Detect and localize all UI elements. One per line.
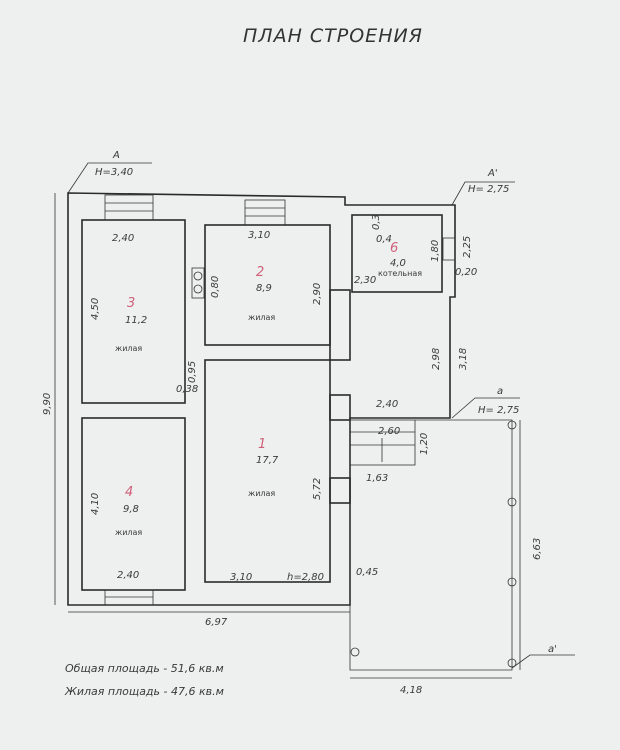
section-label: a [497, 386, 503, 397]
total-area: Общая площадь - 51,6 кв.м [65, 662, 224, 675]
room-length: 5,72 [312, 478, 323, 500]
room-length: 4,10 [90, 493, 101, 515]
room-number: 2 [256, 265, 264, 280]
section-marker-a: A H=3,40 [67, 150, 152, 194]
dim: 2,60 [378, 426, 400, 437]
dim: 0,95 [187, 361, 198, 383]
section-marker-a1-small: a' [511, 644, 575, 669]
plan-title: ПЛАН СТРОЕНИЯ [243, 25, 423, 47]
room-width: 3,10 [248, 230, 270, 241]
room-number: 4 [125, 485, 133, 500]
dim: 3,18 [458, 348, 469, 370]
room-length: 1,80 [430, 240, 441, 262]
room-width: 2,30 [354, 275, 376, 286]
dim: 1,63 [366, 473, 388, 484]
room-3: 2,40 4,50 3 11,2 жилая [90, 233, 147, 353]
room-type: жилая [115, 528, 142, 537]
room-6: 6 4,0 котельная 2,30 1,80 [354, 240, 441, 286]
room-4: 4,10 4 9,8 жилая 2,40 [90, 485, 142, 581]
dim-terrace-width: 4,18 [400, 685, 422, 696]
living-area: Жилая площадь - 47,6 кв.м [64, 685, 224, 698]
room-area: 9,8 [123, 504, 139, 515]
dim: 2,98 [431, 348, 442, 370]
dim: 0,4 [376, 234, 392, 245]
dim: 1,20 [419, 433, 430, 455]
dimensions: 9,90 6,97 4,18 6,63 0,80 0,95 0,38 0,3 0… [42, 214, 543, 696]
dim: 2,40 [376, 399, 398, 410]
walls [54, 192, 521, 679]
dim-total-height: 9,90 [42, 393, 53, 415]
section-marker-a1: A' H= 2,75 [451, 168, 515, 206]
room-number: 1 [258, 437, 266, 452]
room-number: 6 [390, 241, 398, 256]
height-label: H= 2,75 [468, 184, 509, 195]
room-height: h=2,80 [287, 572, 324, 583]
dim: 0,20 [455, 267, 477, 278]
room-width: 2,40 [112, 233, 134, 244]
height-label: H= 2,75 [478, 405, 519, 416]
room-area: 8,9 [256, 283, 272, 294]
dim-total-width: 6,97 [205, 617, 228, 628]
dim-terrace-length: 6,63 [532, 538, 543, 560]
room-1: 1 17,7 жилая 5,72 3,10 h=2,80 [230, 437, 324, 583]
room-width: 3,10 [230, 572, 252, 583]
dim: 0,45 [356, 567, 378, 578]
room-2: 3,10 2,90 2 8,9 жилая [248, 230, 323, 322]
room-length: 2,90 [312, 283, 323, 305]
height-label: H=3,40 [95, 167, 133, 178]
room-type: котельная [378, 269, 422, 278]
room-area: 17,7 [256, 455, 279, 466]
dim-chimney: 0,80 [210, 276, 221, 298]
room-length: 4,50 [90, 298, 101, 320]
section-label: A [112, 150, 120, 161]
room-type: жилая [115, 344, 142, 353]
section-label: a' [548, 644, 557, 655]
dim: 2,25 [462, 236, 473, 258]
room-width: 2,40 [117, 570, 139, 581]
dim: 0,38 [176, 384, 198, 395]
room-area: 11,2 [125, 315, 147, 326]
room-area: 4,0 [390, 258, 406, 269]
section-label: A' [487, 168, 498, 179]
room-number: 3 [127, 296, 135, 311]
room-type: жилая [248, 489, 275, 498]
dim: 0,3 [371, 214, 382, 230]
section-marker-a-small: a H= 2,75 [451, 386, 520, 419]
room-type: жилая [248, 313, 275, 322]
